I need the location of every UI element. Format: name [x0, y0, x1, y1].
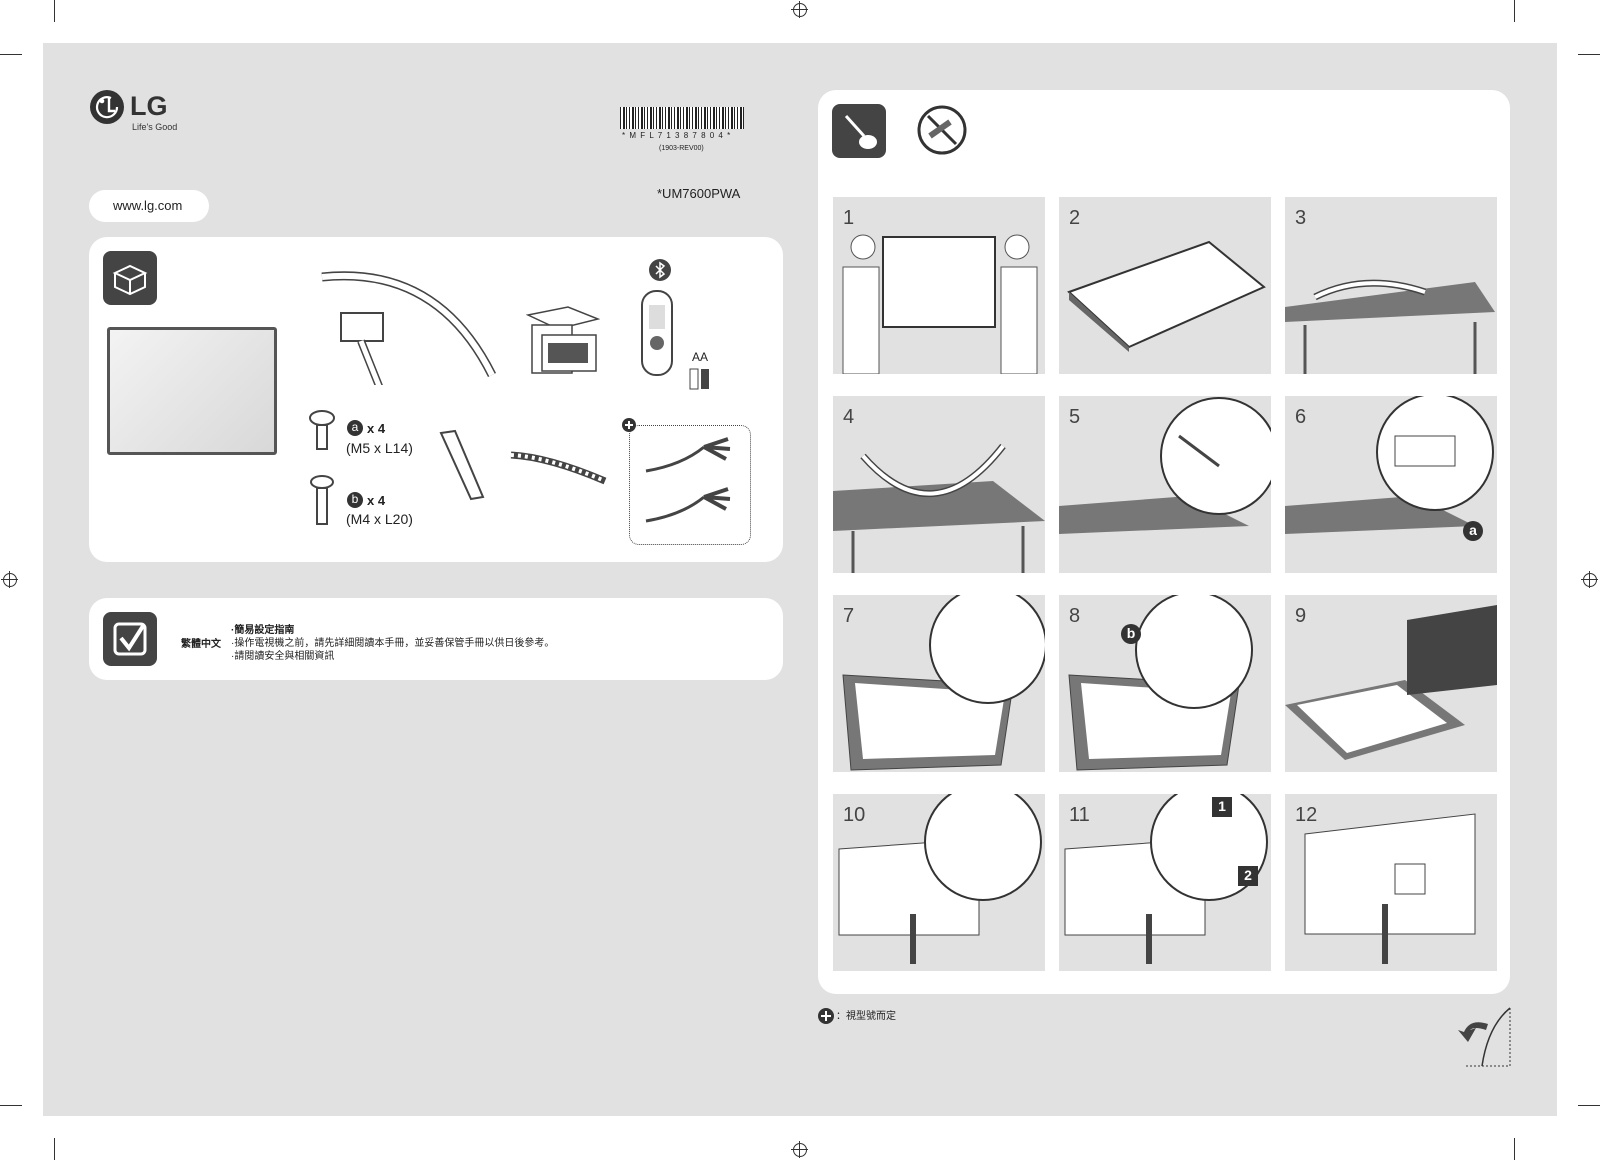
step-number: 8	[1069, 605, 1081, 627]
step-panel-2: 2	[1059, 197, 1271, 374]
crop-mark	[1578, 1105, 1600, 1106]
step-illustration	[1067, 240, 1266, 352]
step-number: 7	[843, 605, 855, 627]
screw-a-tag-text: a	[351, 420, 359, 434]
battery-label: AA	[692, 350, 709, 364]
step-callout-tag: 2	[1238, 866, 1258, 886]
step-panel-7: 7	[833, 595, 1045, 772]
step-illustration	[838, 794, 1042, 964]
plus-option-icon	[622, 418, 636, 432]
step-panel-4: 4	[833, 396, 1045, 573]
tagline: Life's Good	[132, 122, 178, 132]
step-panel-11: 11	[1059, 794, 1271, 971]
bluetooth-icon	[649, 259, 671, 281]
components-card: AA a x 4 (M5 x L14) b x 4 (M4 x L20)	[89, 237, 783, 562]
website-link[interactable]: www.lg.com	[113, 198, 183, 213]
optional-cables-box	[629, 425, 751, 545]
screw-a-qty: x 4	[367, 421, 386, 436]
step-callout-tag: a	[1463, 521, 1483, 541]
footnote-text: ：視型號而定	[836, 1011, 896, 1022]
registration-mark	[1581, 571, 1598, 588]
battery-image	[689, 368, 709, 390]
step-panel-1: 1	[833, 197, 1045, 374]
guide-line-2: ·操作電視機之前，請先詳細閱讀本手冊，並妥善保管手冊以供日後參考。	[231, 638, 555, 649]
step-number: 2	[1069, 207, 1081, 229]
check-list-icon	[103, 612, 157, 666]
remote-image	[641, 290, 673, 376]
step-panel-5: 5	[1059, 396, 1271, 573]
step-illustration	[1285, 396, 1494, 534]
plus-option-icon	[818, 1008, 834, 1024]
step-panel-12: 12	[1285, 794, 1497, 971]
step-illustration	[1285, 605, 1497, 760]
tv-panel-image	[107, 327, 277, 455]
barcode-text: * M F L 7 1 3 8 7 8 0 4 *	[622, 131, 732, 140]
quick-guide-card: 繁體中文 ·簡易設定指南 ·操作電視機之前，請先詳細閱讀本手冊，並妥善保管手冊以…	[89, 598, 783, 680]
step-panel-8: 8	[1059, 595, 1271, 772]
crop-mark	[0, 54, 22, 55]
website-pill[interactable]: www.lg.com	[89, 190, 209, 222]
step-illustration	[1304, 813, 1476, 964]
step-number: 3	[1295, 207, 1307, 229]
step-panel-6: 6	[1285, 396, 1497, 573]
screw-b-spec: (M4 x L20)	[346, 511, 413, 527]
crop-mark	[54, 1138, 55, 1160]
cable-holder-image	[510, 451, 607, 485]
box-unpack-icon	[103, 251, 157, 305]
no-lift-icon	[917, 105, 967, 155]
lg-logo: LG Life's Good	[89, 89, 177, 132]
av-cable-image	[645, 437, 731, 523]
step-illustration	[842, 234, 1038, 374]
step-illustration	[1285, 279, 1495, 374]
lg-logo-icon	[90, 90, 124, 124]
manuals-image	[526, 306, 600, 374]
step-number: 11	[1069, 804, 1090, 826]
screwdriver-icon	[832, 104, 886, 158]
crop-mark	[0, 1105, 22, 1106]
barcode	[620, 107, 744, 129]
crop-mark	[1578, 54, 1600, 55]
step-callout-tag: 1	[1212, 797, 1232, 817]
step-number: 6	[1295, 406, 1307, 428]
screw-b-icon	[310, 475, 334, 525]
step-number: 9	[1295, 605, 1307, 627]
screw-a-spec: (M5 x L14)	[346, 440, 413, 456]
guide-line-1: ·簡易設定指南	[231, 625, 295, 636]
guide-lines: ·簡易設定指南 ·操作電視機之前，請先詳細閱讀本手冊，並妥善保管手冊以供日後參考…	[231, 624, 554, 663]
step-number: 4	[843, 406, 855, 428]
screw-a-icon	[309, 410, 335, 450]
step-illustration	[1059, 397, 1271, 534]
step-illustration	[842, 595, 1045, 771]
step-illustration	[1068, 595, 1253, 771]
stand-image	[321, 271, 497, 385]
revision: (1903-REV00)	[659, 145, 704, 152]
model-number: *UM7600PWA	[657, 186, 741, 201]
screw-b-tag: b	[347, 492, 363, 508]
screw-b-tag-text: b	[351, 492, 359, 506]
step-number: 10	[843, 804, 866, 826]
language-label: 繁體中文	[181, 639, 221, 650]
registration-mark	[791, 1, 808, 18]
registration-mark	[791, 1141, 808, 1158]
step-illustration	[833, 443, 1045, 573]
logo-text: LG	[130, 91, 168, 121]
step-number: 5	[1069, 406, 1081, 428]
guide-line-3: ·請閱讀安全與相關資訊	[231, 651, 335, 662]
step-number: 1	[843, 207, 855, 229]
step-panel-3: 3	[1285, 197, 1497, 374]
crop-mark	[1514, 0, 1515, 22]
screw-a-tag: a	[347, 420, 363, 436]
crop-mark	[54, 0, 55, 22]
step-panel-10: 10	[833, 794, 1045, 971]
page-turn-icon	[1458, 1007, 1511, 1067]
registration-mark	[1, 571, 18, 588]
crop-mark	[1514, 1138, 1515, 1160]
step-number: 12	[1295, 804, 1318, 826]
step-callout-tag: b	[1121, 624, 1141, 644]
step-panel-9: 9	[1285, 595, 1497, 772]
screw-b-qty: x 4	[367, 493, 386, 508]
step-illustration	[1064, 794, 1268, 964]
stand-cover-image	[439, 429, 485, 501]
